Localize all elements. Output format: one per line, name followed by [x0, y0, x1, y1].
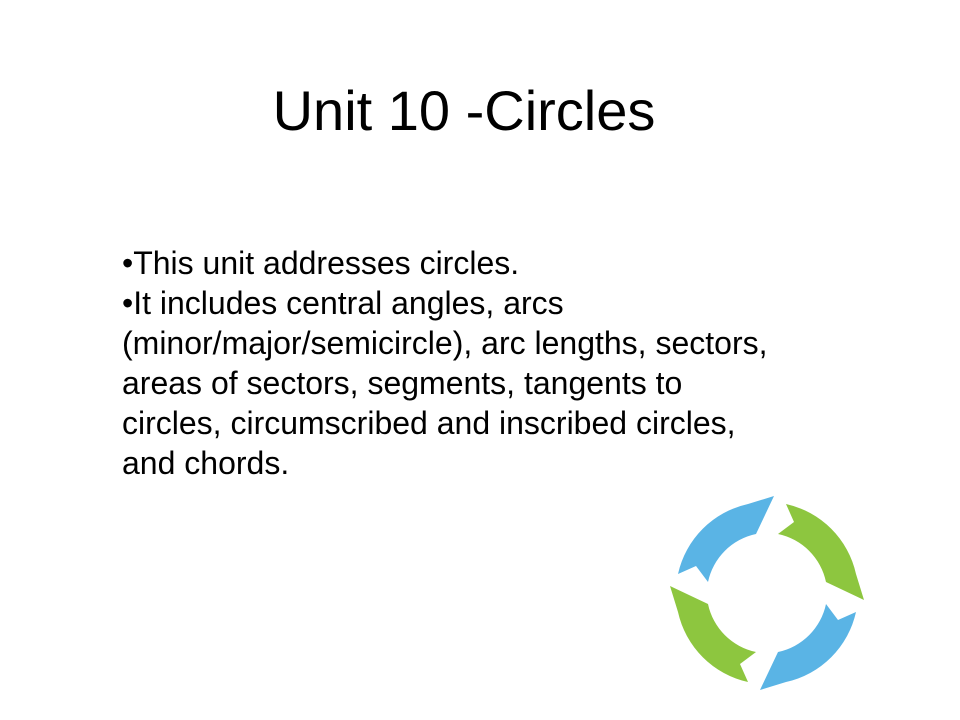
bullet-item: •This unit addresses circles.: [122, 245, 520, 281]
arrow-segment-blue-top: [678, 496, 774, 582]
arrow-segment-green-bottom: [670, 586, 756, 682]
arrow-segment-blue-bottom: [760, 604, 856, 690]
arrow-segment-green-top: [778, 504, 864, 600]
bullet-list: •This unit addresses circles. •It includ…: [122, 243, 782, 483]
bullet-item: •It includes central angles, arcs (minor…: [122, 285, 768, 481]
slide-title: Unit 10 -Circles: [272, 79, 656, 142]
circular-arrows-icon: [670, 496, 864, 690]
